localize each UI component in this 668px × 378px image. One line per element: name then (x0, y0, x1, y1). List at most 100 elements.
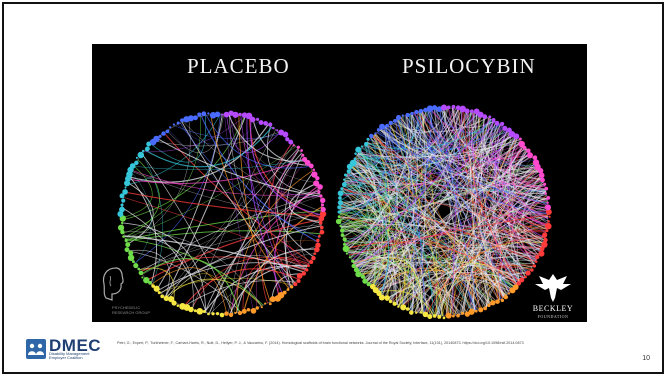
network-node (251, 308, 257, 314)
citation-text: Petri, G., Expert, P., Turkheimer, F., C… (117, 341, 524, 345)
network-node (452, 315, 455, 318)
network-node (320, 198, 325, 203)
network-node (393, 119, 397, 123)
network-figure: PLACEBO PSILOCYBIN PSYCHEDELIC RESEARCH … (92, 44, 587, 322)
network-node (305, 268, 308, 271)
network-node (538, 168, 543, 173)
network-node (338, 196, 342, 200)
network-node (142, 150, 144, 152)
network-node (470, 109, 474, 113)
network-node (544, 187, 548, 191)
network-node (495, 121, 500, 126)
network-edge (267, 126, 320, 193)
network-node (340, 228, 344, 232)
network-node (193, 115, 198, 120)
network-node (317, 184, 323, 190)
placebo-title: PLACEBO (187, 54, 290, 79)
network-node (538, 251, 544, 257)
network-node (188, 115, 194, 121)
network-node (311, 256, 315, 260)
network-node (151, 284, 155, 288)
network-node (482, 114, 487, 119)
network-edge (144, 117, 245, 152)
network-node (207, 313, 210, 316)
network-node (475, 310, 478, 313)
dmec-subtitle-line2: Employer Coalition (49, 356, 89, 360)
network-node (118, 225, 124, 231)
network-node (338, 210, 341, 213)
network-node (338, 190, 344, 196)
network-node (309, 260, 313, 264)
network-edge (230, 265, 307, 313)
network-node (545, 223, 552, 230)
network-node (319, 194, 322, 197)
network-node (250, 117, 256, 123)
network-node (224, 112, 230, 118)
network-node (268, 122, 272, 126)
network-node (264, 302, 266, 304)
network-node (549, 216, 551, 218)
network-node (547, 220, 550, 223)
network-node (201, 111, 206, 116)
network-node (513, 133, 519, 139)
network-node (158, 291, 161, 294)
network-node (342, 182, 347, 187)
beckley-text: BECKLEY (529, 304, 577, 313)
network-node (321, 207, 326, 212)
network-node (509, 287, 515, 293)
network-node (389, 300, 392, 303)
network-node (420, 311, 422, 313)
network-node (488, 115, 491, 118)
network-node (119, 207, 125, 213)
network-node (338, 200, 343, 205)
network-node (122, 235, 125, 238)
network-node (405, 113, 409, 117)
network-node (546, 202, 548, 204)
network-node (374, 132, 376, 134)
network-node (456, 314, 460, 318)
network-node (354, 267, 359, 272)
network-node (535, 260, 538, 263)
network-node (319, 216, 325, 222)
network-node (232, 112, 238, 118)
foundation-text: FOUNDATION (529, 314, 577, 319)
network-node (396, 115, 401, 120)
network-node (542, 232, 547, 237)
network-node (145, 146, 150, 151)
network-node (301, 154, 304, 157)
network-node (433, 314, 437, 318)
network-node (290, 285, 293, 288)
network-node (362, 278, 367, 283)
network-node (543, 183, 546, 186)
network-node (504, 295, 508, 299)
network-node (160, 294, 164, 298)
network-node (389, 121, 393, 125)
double-eagle-icon (525, 268, 581, 304)
network-node (256, 306, 259, 309)
network-node (461, 312, 464, 315)
network-node (211, 312, 214, 315)
network-node (314, 252, 317, 255)
network-node (346, 252, 348, 254)
network-node (523, 146, 527, 150)
network-node (419, 109, 423, 113)
psilocybin-network (336, 105, 552, 320)
network-node (336, 219, 342, 225)
network-node (121, 199, 125, 203)
network-node (320, 226, 324, 230)
network-node (409, 310, 414, 315)
network-node (351, 259, 354, 262)
network-node (313, 169, 316, 172)
network-node (197, 113, 201, 117)
network-node (527, 152, 533, 158)
network-node (317, 190, 320, 193)
network-node (535, 255, 539, 259)
network-node (319, 221, 323, 225)
network-node (125, 186, 127, 188)
network-node (370, 284, 375, 289)
network-node (478, 307, 483, 312)
network-node (540, 178, 545, 183)
beckley-foundation-logo: BECKLEY FOUNDATION (525, 268, 581, 320)
network-node (339, 225, 341, 227)
network-node (309, 164, 314, 169)
